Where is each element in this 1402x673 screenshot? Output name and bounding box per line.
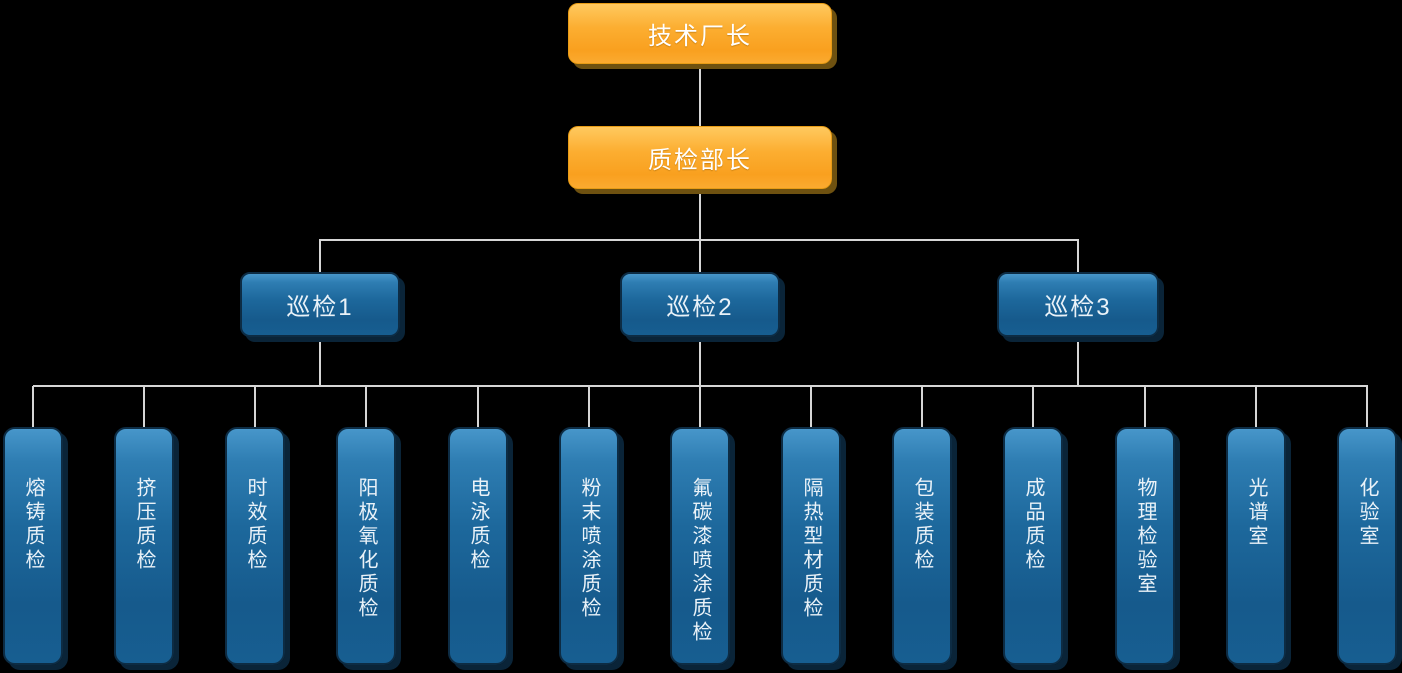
node-dept-4-label: 阳极氧化质检 bbox=[355, 477, 377, 621]
node-group-1: 巡检1 bbox=[240, 272, 400, 337]
node-dept-8: 隔热型材质检 bbox=[781, 427, 841, 665]
connector-line bbox=[588, 386, 590, 427]
node-manager-label: 质检部长 bbox=[648, 147, 752, 174]
connector-line bbox=[699, 64, 701, 126]
node-manager: 质检部长 bbox=[568, 126, 832, 189]
connector-line bbox=[319, 239, 321, 272]
node-dept-9-label: 包装质检 bbox=[911, 477, 933, 573]
node-dept-11: 物理检验室 bbox=[1115, 427, 1175, 665]
node-dept-12-label: 光谱室 bbox=[1245, 477, 1267, 549]
node-dept-9: 包装质检 bbox=[892, 427, 952, 665]
node-dept-2-label: 挤压质检 bbox=[133, 477, 155, 573]
connector-line bbox=[254, 386, 256, 427]
connector-line bbox=[365, 386, 367, 427]
connector-line bbox=[143, 386, 145, 427]
connector-line bbox=[1255, 386, 1257, 427]
node-dept-7-label: 氟碳漆喷涂质检 bbox=[689, 477, 711, 645]
connector-line bbox=[699, 337, 701, 386]
connector-line bbox=[1144, 386, 1146, 427]
node-dept-7: 氟碳漆喷涂质检 bbox=[670, 427, 730, 665]
node-root: 技术厂长 bbox=[568, 3, 832, 64]
node-dept-11-label: 物理检验室 bbox=[1134, 477, 1156, 597]
node-group-3: 巡检3 bbox=[997, 272, 1159, 337]
connector-line bbox=[477, 386, 479, 427]
node-dept-3-label: 时效质检 bbox=[244, 477, 266, 573]
node-dept-8-label: 隔热型材质检 bbox=[800, 477, 822, 621]
connector-line bbox=[699, 189, 701, 240]
node-dept-6: 粉末喷涂质检 bbox=[559, 427, 619, 665]
node-dept-1-label: 熔铸质检 bbox=[22, 477, 44, 573]
node-dept-1: 熔铸质检 bbox=[3, 427, 63, 665]
connector-line bbox=[699, 239, 701, 272]
connector-line bbox=[319, 337, 321, 386]
connector-line bbox=[1077, 337, 1079, 386]
connector-line bbox=[1077, 239, 1079, 272]
connector-line bbox=[1366, 386, 1368, 427]
node-group-2-label: 巡检2 bbox=[666, 294, 734, 321]
node-dept-10-label: 成品质检 bbox=[1022, 477, 1044, 573]
node-dept-13: 化验室 bbox=[1337, 427, 1397, 665]
node-dept-4: 阳极氧化质检 bbox=[336, 427, 396, 665]
connector-line bbox=[810, 386, 812, 427]
node-dept-5-label: 电泳质检 bbox=[467, 477, 489, 573]
connector-line bbox=[1032, 386, 1034, 427]
node-dept-12: 光谱室 bbox=[1226, 427, 1286, 665]
node-group-2: 巡检2 bbox=[620, 272, 780, 337]
node-dept-3: 时效质检 bbox=[225, 427, 285, 665]
connector-line bbox=[699, 386, 701, 427]
node-dept-5: 电泳质检 bbox=[448, 427, 508, 665]
connector-line bbox=[921, 386, 923, 427]
node-dept-13-label: 化验室 bbox=[1356, 477, 1378, 549]
node-dept-10: 成品质检 bbox=[1003, 427, 1063, 665]
node-dept-2: 挤压质检 bbox=[114, 427, 174, 665]
node-group-3-label: 巡检3 bbox=[1044, 294, 1112, 321]
node-dept-6-label: 粉末喷涂质检 bbox=[578, 477, 600, 621]
connector-line bbox=[32, 386, 34, 427]
node-root-label: 技术厂长 bbox=[648, 23, 752, 50]
node-group-1-label: 巡检1 bbox=[286, 294, 354, 321]
